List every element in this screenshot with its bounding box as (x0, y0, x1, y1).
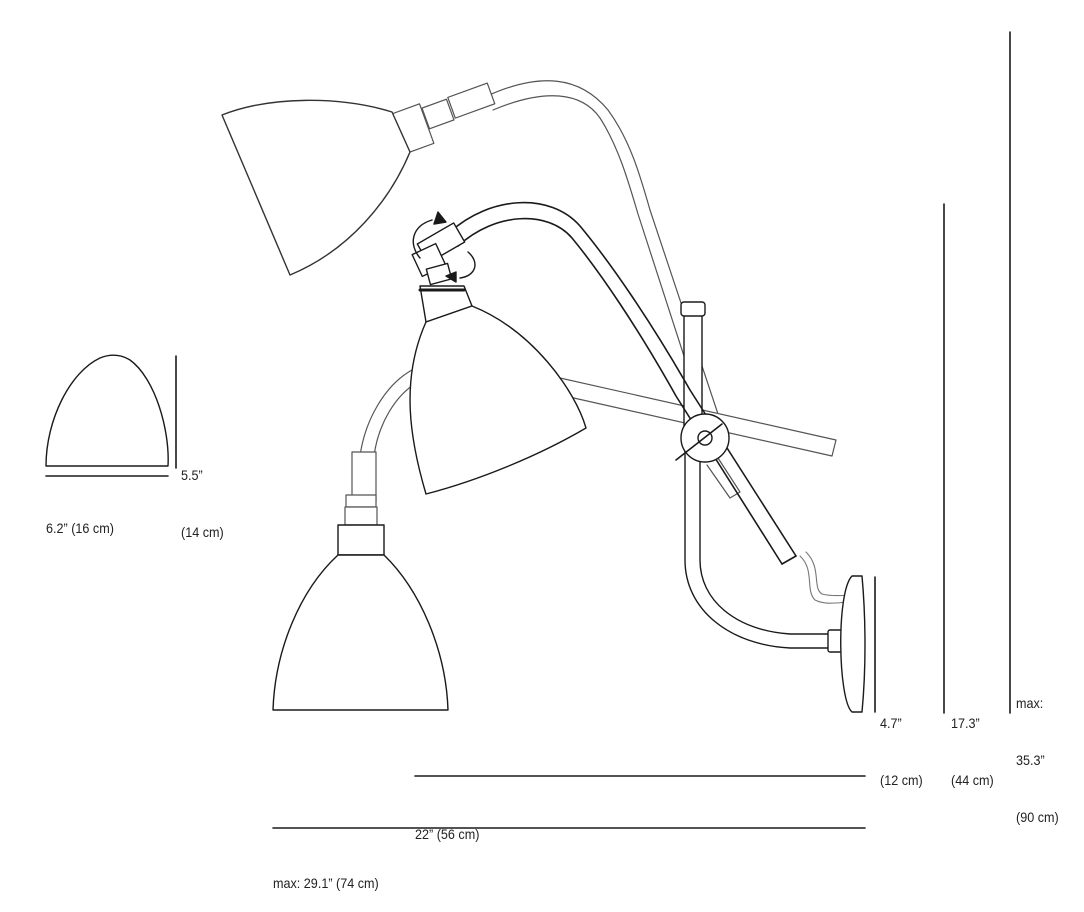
shade-height-cm: (14 cm) (181, 524, 224, 540)
wall-plate-height-in: 4.7” (880, 715, 902, 731)
lowered-shade (272, 524, 449, 711)
lamp-drawing (45, 31, 1011, 829)
shade-height-label: 5.5” (14 cm) (181, 428, 224, 561)
wall-plate-height-label: 4.7” (12 cm) (880, 676, 923, 809)
shade-width-label: 6.2” (16 cm) (46, 481, 114, 557)
max-reach-label: max: 29.1” (74 cm) (273, 836, 379, 912)
max-height-in: 35.3” (1016, 752, 1045, 768)
shade-height-in: 5.5” (181, 467, 203, 483)
current-shade (409, 222, 587, 495)
max-height-prefix: max: (1016, 695, 1044, 711)
lamp-height-in: 17.3” (951, 715, 980, 731)
dimension-lines (45, 31, 1011, 829)
wall-plate-height-cm: (12 cm) (880, 772, 923, 788)
raised-shade (221, 99, 411, 276)
max-height-cm: (90 cm) (1016, 809, 1059, 825)
shade-profile (45, 354, 169, 467)
shade-width-value: 6.2” (16 cm) (46, 520, 114, 536)
wall-plate (827, 575, 866, 713)
rotation-arrows (412, 211, 476, 283)
wall-arm (680, 301, 849, 649)
lamp-height-cm: (44 cm) (951, 772, 994, 788)
reach-value: 22” (56 cm) (415, 826, 480, 842)
lamp-dimension-diagram: 5.5” (14 cm) 6.2” (16 cm) 4.7” (12 cm) 1… (45, 31, 1059, 891)
max-height-label: max: 35.3” (90 cm) (1016, 656, 1059, 846)
pivot-joint (675, 413, 730, 463)
main-arm (449, 201, 797, 565)
max-reach-value: max: 29.1” (74 cm) (273, 875, 379, 891)
lamp-height-label: 17.3” (44 cm) (951, 676, 994, 809)
reach-label: 22” (56 cm) (415, 787, 479, 863)
